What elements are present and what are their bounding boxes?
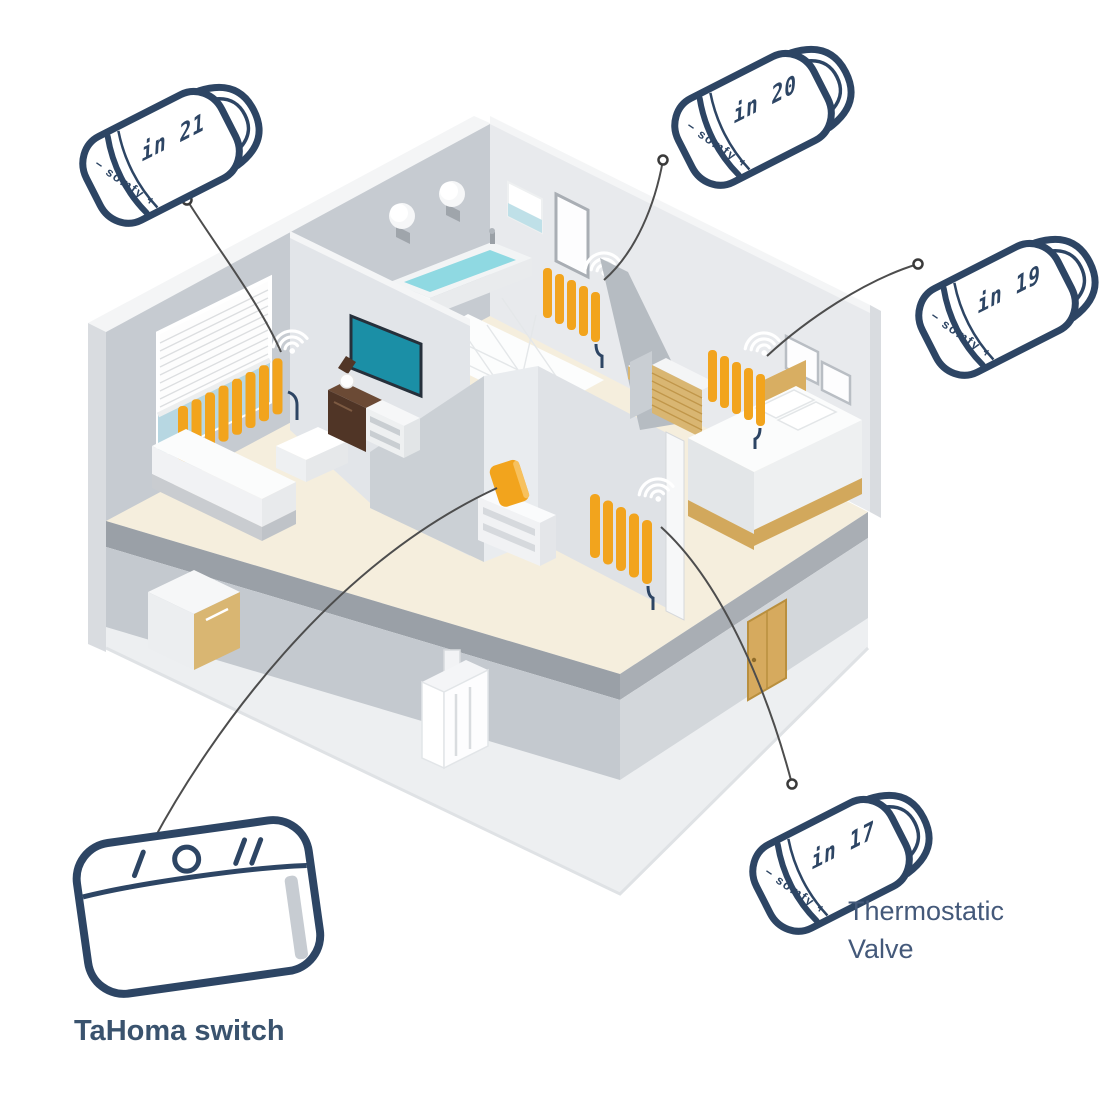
- radiator-hallway: [590, 494, 655, 610]
- right-outer-wall: [870, 305, 881, 518]
- house-cutaway: [88, 116, 881, 896]
- basement-right-wall: [620, 538, 868, 780]
- mirror: [554, 191, 590, 280]
- shelf-unit: [478, 489, 556, 566]
- thermostatic-valve-callout-right: in 19 − somfy +: [908, 220, 1100, 385]
- connector-bathroom: [603, 159, 664, 281]
- floor-slab-edge: [106, 521, 620, 700]
- tahoma-gateway: [489, 459, 530, 507]
- connector-tahoma: [152, 487, 498, 842]
- wall-top-edge: [490, 116, 870, 314]
- wall-top-edge: [88, 116, 492, 332]
- thermostatic-valve-label-line2: Valve: [848, 934, 914, 964]
- basement: [105, 538, 870, 896]
- tv: [349, 313, 423, 399]
- scenario-button-1-icon: [131, 849, 146, 879]
- basement-cabinet: [148, 570, 240, 670]
- scenario-button-2-icon: [233, 837, 248, 866]
- switch-side-shade: [284, 875, 308, 960]
- wall-light: [389, 203, 415, 244]
- thermostatic-valve-callout-top-left: in 21 − somfy +: [72, 68, 275, 233]
- bathroom-window: [507, 180, 543, 235]
- dresser: [630, 351, 716, 438]
- boiler: [421, 649, 489, 770]
- bed: [688, 360, 862, 550]
- thermostatic-valve-callout-bottom-right: in 17 − somfy +: [742, 776, 945, 941]
- radiator-bedroom: [708, 350, 765, 449]
- hallway-post: [665, 431, 685, 621]
- connector-lines: [152, 159, 919, 842]
- basement-door: [747, 598, 787, 702]
- wall-light: [439, 181, 465, 222]
- thermostatic-valve-label-line1: Thermostatic: [848, 896, 1004, 926]
- coffee-table: [276, 427, 348, 482]
- tahoma-switch-label: TaHoma switch: [74, 1015, 285, 1047]
- sofa: [152, 429, 296, 541]
- favorite-button-icon: [172, 844, 202, 874]
- left-outer-wall: [88, 323, 106, 652]
- connector-bedroom: [766, 263, 919, 357]
- scenario-button-2-icon: [249, 837, 264, 866]
- thermostatic-valve-callout-top-center: in 20 − somfy +: [664, 30, 867, 195]
- tv-stand: [328, 356, 420, 458]
- hallway-left-wall: [370, 376, 484, 562]
- tahoma-switch-callout: [72, 816, 325, 998]
- wall-top-edge: [290, 231, 470, 327]
- radiator-bathroom: [543, 268, 604, 368]
- connector-hallway-valve: [660, 526, 793, 785]
- floor-slab-edge: [620, 512, 868, 700]
- connector-living: [186, 199, 282, 353]
